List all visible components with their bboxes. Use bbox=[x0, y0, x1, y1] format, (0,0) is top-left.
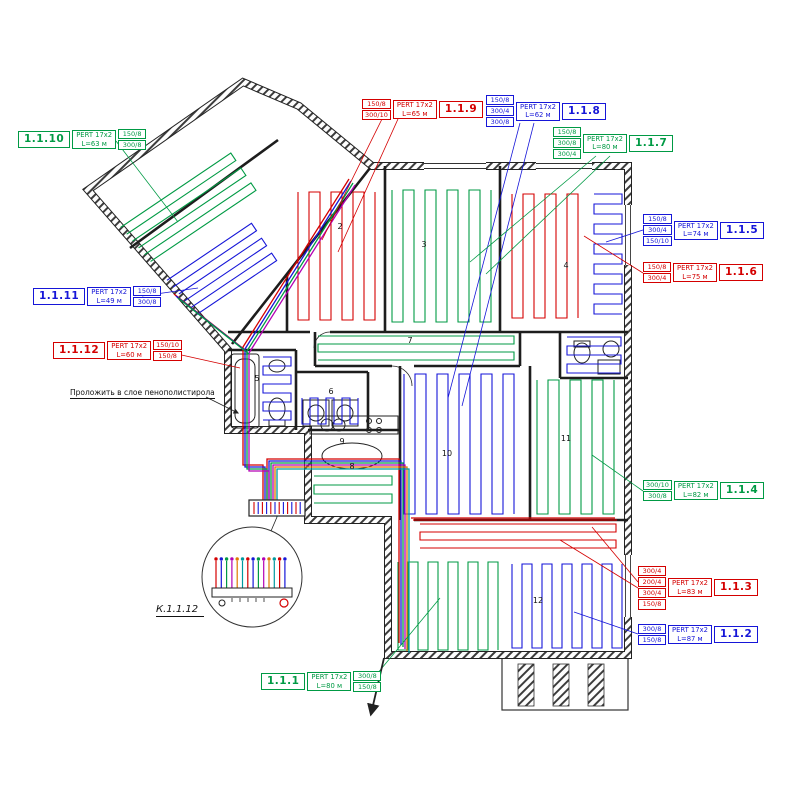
room-number: 2 bbox=[337, 222, 342, 231]
room-number: 5 bbox=[254, 374, 259, 383]
supply-pipe bbox=[244, 180, 352, 511]
loop-corridor-green bbox=[317, 335, 515, 361]
room-number: 7 bbox=[407, 336, 412, 345]
leader-lines bbox=[115, 118, 644, 681]
loop-trbath-blue bbox=[566, 336, 622, 374]
heating-loops bbox=[107, 152, 623, 651]
loop-bottomright-blue-112 bbox=[511, 563, 623, 649]
leader-line bbox=[205, 396, 240, 414]
detail-pipe-end bbox=[251, 557, 255, 561]
entrance-arrow bbox=[367, 657, 385, 717]
loop-room2-red-119 bbox=[297, 191, 376, 321]
supply-pipe bbox=[248, 184, 356, 515]
detail-pipe-end bbox=[230, 557, 234, 561]
loop-wing-blue-1111 bbox=[135, 222, 278, 340]
loop-wing-green-1110 bbox=[107, 152, 257, 274]
room-number: 4 bbox=[563, 261, 568, 270]
loop-bottomleft-green-111 bbox=[397, 561, 499, 651]
toilet bbox=[573, 342, 591, 364]
leader-line bbox=[591, 454, 644, 492]
washing-machine bbox=[331, 399, 359, 427]
exterior-walls bbox=[82, 77, 632, 659]
room-number: 6 bbox=[328, 387, 333, 396]
loop-bath-blue bbox=[262, 356, 292, 421]
supply-bundles bbox=[173, 178, 617, 653]
detail-pipe-end bbox=[262, 557, 266, 561]
leader-line bbox=[461, 122, 535, 407]
loop-room4-blue-115 bbox=[593, 193, 623, 315]
polystyrene-note: Проложить в слое пенополистирола bbox=[70, 388, 215, 399]
detail-pipe-end bbox=[256, 557, 261, 561]
room-numbers: 2 3 4 5 6 7 9 8 10 11 12 bbox=[254, 222, 571, 605]
room-number: 12 bbox=[533, 596, 543, 605]
balcony bbox=[501, 657, 629, 711]
leader-line bbox=[605, 229, 644, 243]
detail-label: К.1.1.12 bbox=[156, 604, 205, 617]
supply-pipe bbox=[242, 178, 350, 509]
leader-line bbox=[371, 597, 441, 681]
leader-line bbox=[447, 122, 521, 399]
room-number: 8 bbox=[349, 462, 354, 471]
loop-strip-red-113 bbox=[419, 523, 617, 549]
leader-line bbox=[485, 155, 611, 275]
door-arcs bbox=[313, 331, 413, 387]
manifold-detail bbox=[201, 526, 303, 628]
supply-pipe bbox=[272, 464, 406, 649]
loop-room4-red-116 bbox=[511, 193, 579, 319]
detail-pipe-end bbox=[272, 557, 276, 561]
loop-wc-blue bbox=[301, 397, 359, 425]
sink bbox=[602, 340, 620, 358]
leader-line bbox=[115, 140, 179, 223]
detail-pipe-end bbox=[283, 557, 287, 561]
loop-room11-green-114 bbox=[536, 379, 615, 515]
leader-line bbox=[321, 118, 383, 241]
leader-line bbox=[583, 235, 644, 274]
windows bbox=[424, 161, 633, 617]
room-number: 11 bbox=[561, 434, 571, 443]
detail-pipe-end bbox=[219, 557, 223, 561]
room-number: 10 bbox=[442, 449, 452, 458]
washing-machine bbox=[302, 399, 330, 427]
loop-room3-green-117 bbox=[391, 189, 492, 323]
supply-pipe bbox=[270, 462, 404, 647]
leader-line bbox=[591, 526, 639, 583]
kitchen-counter bbox=[309, 415, 399, 435]
leader-line bbox=[573, 611, 639, 635]
leader-line bbox=[270, 516, 278, 532]
supply-pipe bbox=[274, 466, 408, 651]
loop-room10-blue-118 bbox=[403, 373, 515, 515]
room-number: 9 bbox=[339, 437, 344, 446]
detail-pipe-end bbox=[277, 557, 282, 561]
detail-pipe-end bbox=[224, 557, 229, 561]
detail-pipe-end bbox=[246, 557, 250, 561]
leader-line bbox=[559, 539, 639, 589]
fixtures bbox=[230, 331, 621, 470]
manifold bbox=[248, 499, 306, 517]
detail-pipe-end bbox=[267, 557, 271, 561]
loop-kitchen-green bbox=[313, 475, 393, 504]
toilet bbox=[268, 397, 286, 421]
leader-line bbox=[469, 155, 597, 263]
detail-pipe-end bbox=[235, 557, 239, 561]
supply-pipe bbox=[276, 468, 410, 653]
supply-pipe bbox=[246, 182, 354, 513]
detail-pipe-end bbox=[214, 557, 218, 561]
detail-pipe-end bbox=[240, 557, 245, 561]
room-number: 3 bbox=[421, 240, 426, 249]
leader-line bbox=[337, 118, 399, 253]
supply-pipe bbox=[177, 297, 250, 355]
